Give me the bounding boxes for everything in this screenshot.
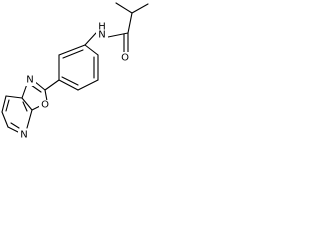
pyridine-c4-c5	[1, 95, 7, 113]
oxazole-c7a-o	[31, 105, 41, 111]
phenyl-ring	[58, 44, 99, 91]
amide-n-label: N	[98, 30, 105, 41]
pyridine-n-c7a	[26, 109, 33, 129]
pyridine-c7a-inner	[22, 101, 28, 112]
oxazole-n-label: N	[26, 75, 33, 86]
pyridine-c4-c5-inner	[5, 99, 10, 112]
oxazole-c3a-c7a	[21, 97, 33, 111]
pyridine-n-label: N	[20, 130, 27, 141]
oxazole-o-c2	[44, 89, 48, 102]
bond-n-phenyl	[84, 32, 97, 46]
phenyl-bond-6-inner	[62, 49, 84, 59]
bond-methyl-2	[131, 3, 149, 14]
pyridine-c6-n-inner	[10, 122, 20, 129]
oxazole-o-label-group: O	[39, 100, 51, 111]
phenyl-bond-3	[77, 79, 99, 91]
carbonyl-o-label-group: O	[119, 52, 131, 64]
pyridine-n-label-group: N	[18, 130, 30, 141]
phenyl-bond-4	[58, 79, 79, 91]
phenyl-bond-1	[84, 44, 99, 56]
bond-carbonyl-n	[107, 32, 129, 38]
oxazole-n-c3a	[21, 83, 28, 99]
pyridine-ring	[1, 95, 33, 134]
oxazole-n-label-group: N	[24, 75, 36, 86]
phenyl-bond-4-inner	[61, 76, 79, 86]
phenyl-bond-6	[58, 44, 86, 56]
pyridine-c5-c6	[1, 111, 9, 128]
carbonyl-o-label: O	[121, 53, 129, 64]
pyridine-c3a-c4	[5, 95, 23, 99]
isobutyryl-group	[107, 2, 149, 53]
oxazole-c2-n-inner	[30, 84, 42, 93]
amide-h-label: H	[98, 22, 106, 33]
bond-methyl-1	[115, 2, 133, 14]
bond-phenyl-oxazole	[44, 79, 60, 91]
amide-nh-label: H N	[96, 22, 108, 41]
oxazole-o-label: O	[41, 100, 49, 111]
bond-ch-carbonyl	[127, 12, 133, 34]
molecule-structure: H N O N O N	[1, 2, 149, 141]
